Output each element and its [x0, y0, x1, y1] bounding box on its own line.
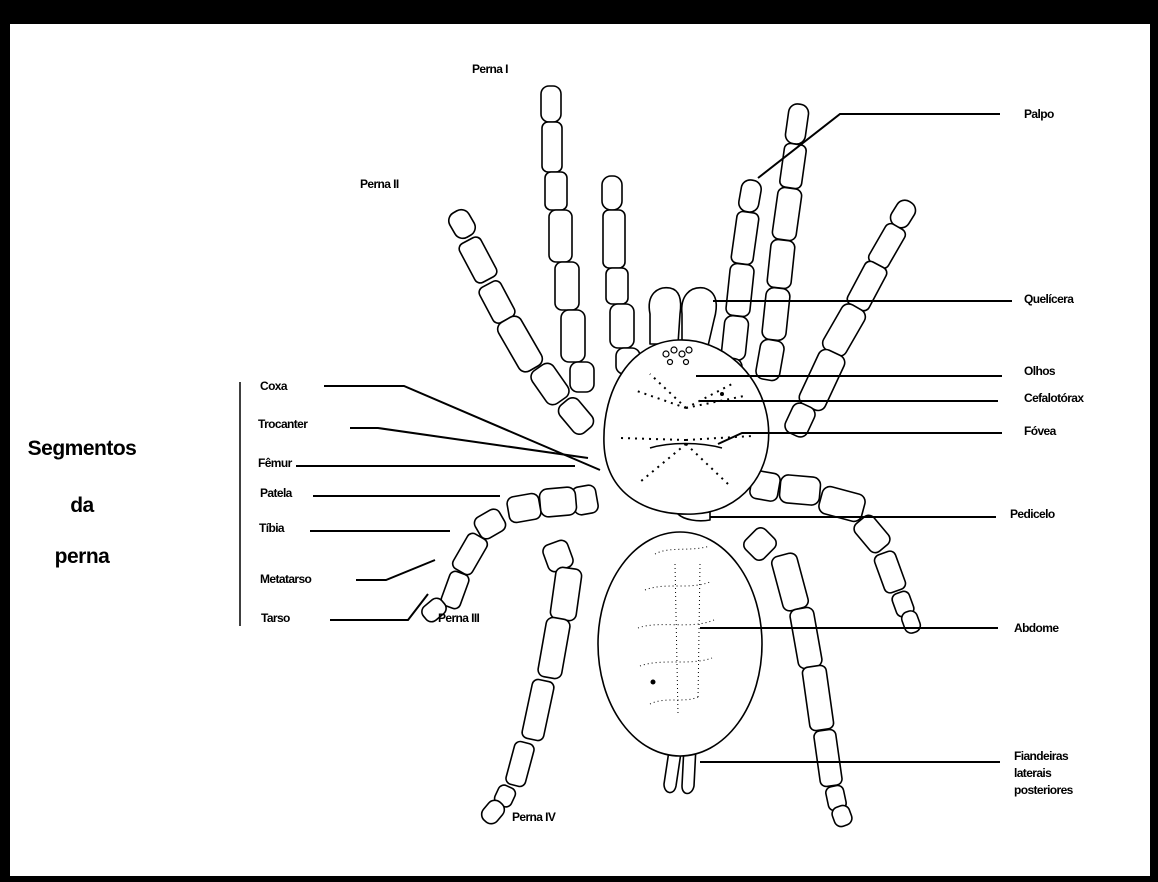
label-trocanter: Trocanter: [258, 417, 307, 431]
label-fiandeiras-line-1: Fiandeiras: [1014, 748, 1068, 764]
label-femur: Fêmur: [258, 456, 292, 470]
label-fiandeiras-line-3: posteriores: [1014, 782, 1073, 798]
label-quelicera: Quelícera: [1024, 292, 1073, 306]
palp-left: [602, 176, 640, 374]
leg-1-left: [541, 86, 594, 392]
label-tarso: Tarso: [261, 611, 290, 625]
label-abdome: Abdome: [1014, 621, 1058, 635]
spider-anatomy-drawing: [10, 24, 1150, 876]
label-fovea: Fóvea: [1024, 424, 1056, 438]
label-perna-i: Perna I: [472, 62, 508, 76]
title-line-1: Segmentos: [2, 437, 162, 461]
label-patela: Patela: [260, 486, 292, 500]
leg-2-right: [782, 197, 919, 440]
label-fiandeiras-line-2: laterais: [1014, 765, 1051, 781]
label-pedicelo: Pedicelo: [1010, 507, 1055, 521]
diagram-canvas: Perna I Perna II Perna III Perna IV Segm…: [10, 24, 1150, 876]
label-perna-ii: Perna II: [360, 177, 399, 191]
leg-4-left: [478, 538, 582, 827]
label-palpo: Palpo: [1024, 107, 1054, 121]
label-perna-iii: Perna III: [438, 611, 479, 625]
label-tibia: Tíbia: [259, 521, 284, 535]
label-metatarso: Metatarso: [260, 572, 311, 586]
label-perna-iv: Perna IV: [512, 810, 555, 824]
title-line-3: perna: [2, 545, 162, 569]
label-coxa: Coxa: [260, 379, 287, 393]
label-cefalotorax: Cefalotórax: [1024, 391, 1083, 405]
cephalothorax-shape: [604, 340, 769, 514]
title-line-2: da: [2, 494, 162, 518]
leg-3-right: [749, 470, 922, 635]
label-olhos: Olhos: [1024, 364, 1055, 378]
chelicerae: [649, 288, 716, 346]
abdomen-shape: [598, 532, 762, 756]
